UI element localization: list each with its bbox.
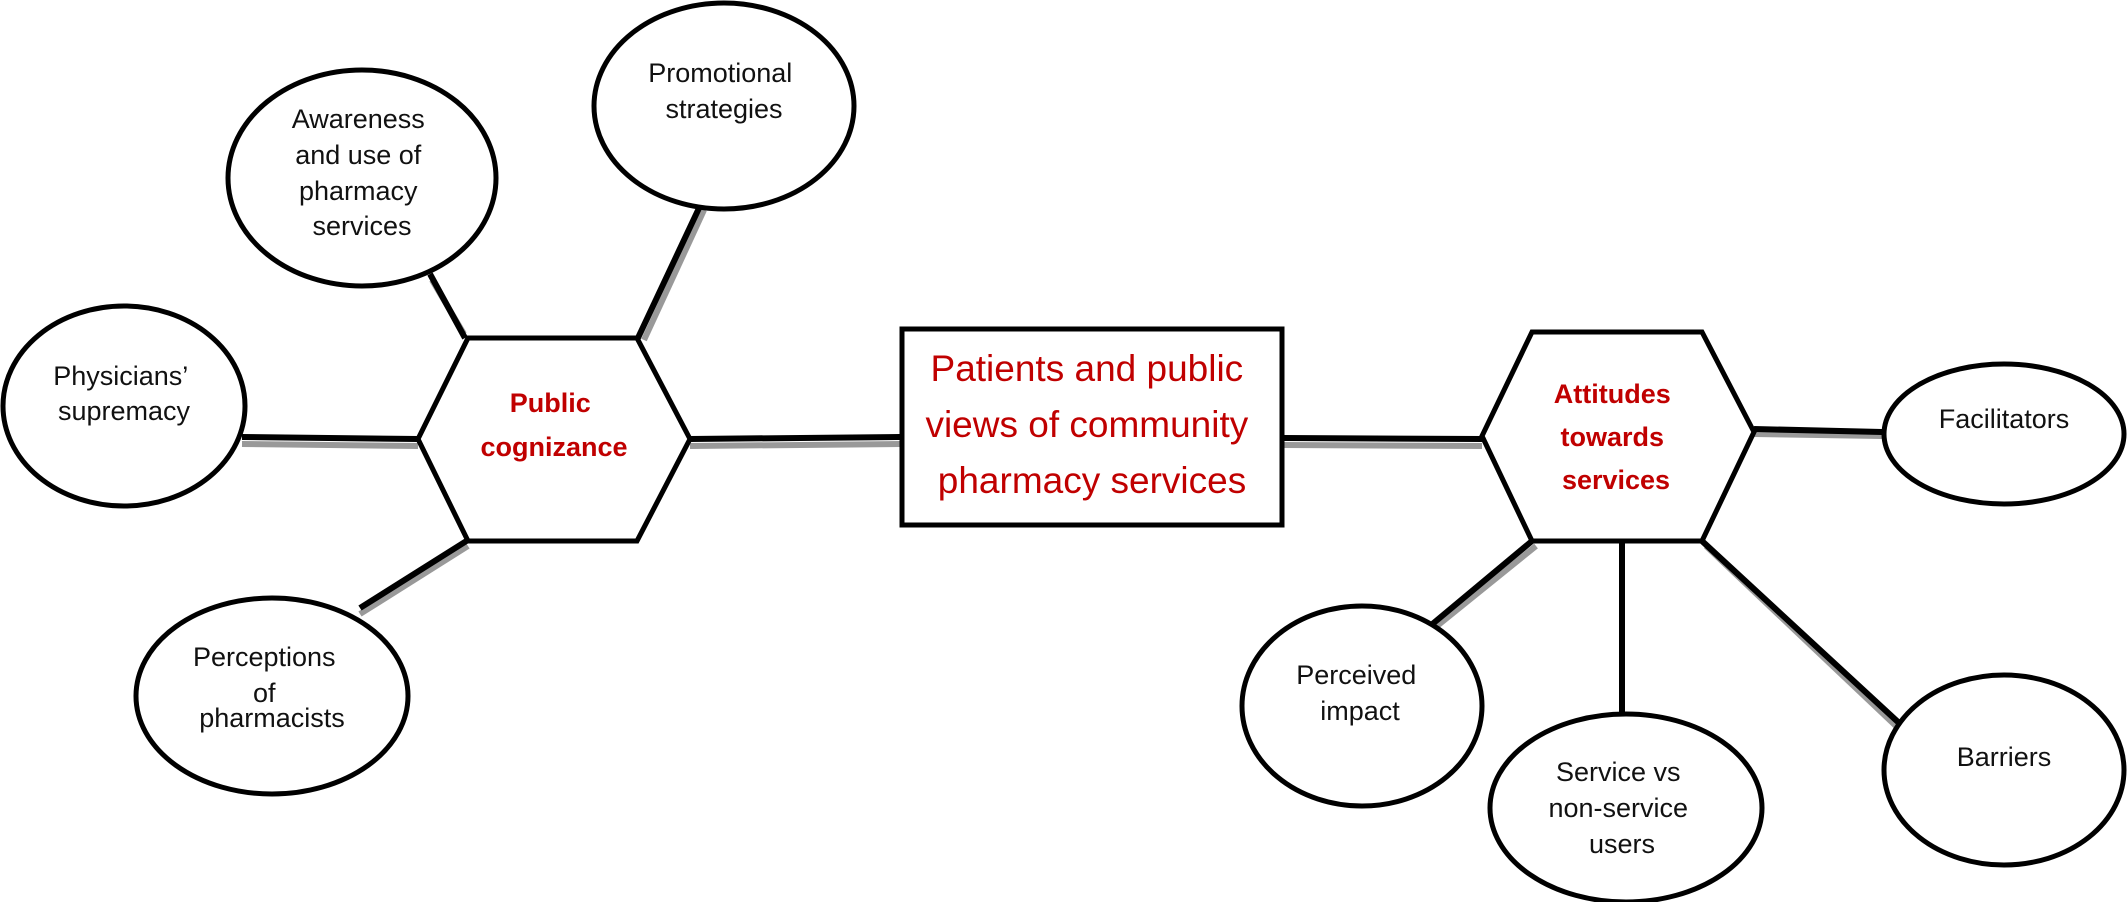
node-label-line: Awareness: [292, 104, 425, 134]
connector-promotional: [634, 204, 703, 342]
node-label-line: users: [1589, 829, 1655, 859]
svg-text:Facilitators: Facilitators: [1939, 404, 2070, 434]
node-label-line: Barriers: [1957, 742, 2052, 772]
hub-label-line: Attitudes: [1554, 379, 1671, 409]
connector-awareness: [427, 272, 468, 340]
svg-text:Perceptions of pha: Perceptions of pharmacists: [193, 642, 345, 733]
svg-text:Barriers: Barriers: [1957, 742, 2052, 772]
node-promotional-strategies: Promotional strategies: [591, 0, 857, 212]
node-label-line: of: [253, 678, 276, 708]
center-label-line: Patients and public: [931, 348, 1244, 389]
node-label-line: services: [312, 211, 411, 241]
connector-center-right-hub: [1283, 435, 1483, 442]
node-label-line: Service vs: [1556, 757, 1681, 787]
node-service-vs-non-service-users: Service vs non-service users: [1487, 711, 1765, 902]
svg-text:Patients and public view: Patients and public views of community p…: [925, 348, 1258, 501]
svg-text:Physicians’ supremacy: Physicians’ supremacy: [53, 361, 195, 426]
hub-label-line: towards: [1560, 422, 1664, 452]
node-label-line: and use of: [295, 140, 422, 170]
connector-barriers: [1699, 538, 1901, 725]
node-facilitators: Facilitators: [1881, 361, 2127, 507]
svg-text:Perceived impact: Perceived impact: [1296, 660, 1424, 726]
hub-label-line: Public: [510, 388, 591, 418]
node-awareness: Awareness and use of pharmacy services: [225, 67, 499, 289]
node-label-line: pharmacists: [199, 703, 345, 733]
central-topic-box: Patients and public views of community p…: [899, 326, 1285, 528]
connectors: [241, 204, 1901, 725]
center-label-line: pharmacy services: [938, 460, 1246, 501]
connector-perceptions: [358, 537, 470, 611]
node-barriers: Barriers: [1881, 672, 2127, 868]
svg-text:Public cognizance: Public cognizance: [480, 388, 627, 462]
svg-text:Promotional strategies: Promotional strategies: [648, 58, 800, 124]
node-label-line: Perceived: [1296, 660, 1416, 690]
node-label-line: pharmacy: [299, 176, 418, 206]
node-label-line: Promotional: [648, 58, 792, 88]
hub-attitudes-towards-services: Attitudes towards services: [1479, 329, 1757, 544]
node-label-line: strategies: [665, 94, 782, 124]
svg-text:Attitudes towards: Attitudes towards services: [1554, 379, 1679, 495]
node-label-line: Perceptions: [193, 642, 336, 672]
node-physicians-supremacy: Physicians’ supremacy: [0, 303, 248, 509]
connector-perceived-impact: [1428, 538, 1534, 629]
svg-text:Awareness and use of: Awareness and use of pharmacy services: [292, 104, 433, 241]
node-label-line: impact: [1320, 696, 1400, 726]
hub-label-line: cognizance: [480, 432, 627, 462]
node-label-line: supremacy: [58, 396, 191, 426]
hub-public-cognizance: Public cognizance: [415, 335, 693, 544]
node-perceived-impact: Perceived impact: [1239, 603, 1485, 809]
hub-label-line: services: [1562, 465, 1670, 495]
center-label-line: views of community: [925, 404, 1248, 445]
node-label-line: Facilitators: [1939, 404, 2070, 434]
connector-physicians: [241, 434, 419, 442]
connector-facilitators: [1753, 426, 1883, 435]
connector-left-hub-center: [689, 434, 901, 442]
node-label-line: non-service: [1548, 793, 1688, 823]
node-perceptions-of-pharmacists: Perceptions of pharmacists: [133, 595, 411, 797]
svg-text:Service vs non-service: Service vs non-service users: [1548, 757, 1695, 859]
node-label-line: Physicians’: [53, 361, 187, 391]
